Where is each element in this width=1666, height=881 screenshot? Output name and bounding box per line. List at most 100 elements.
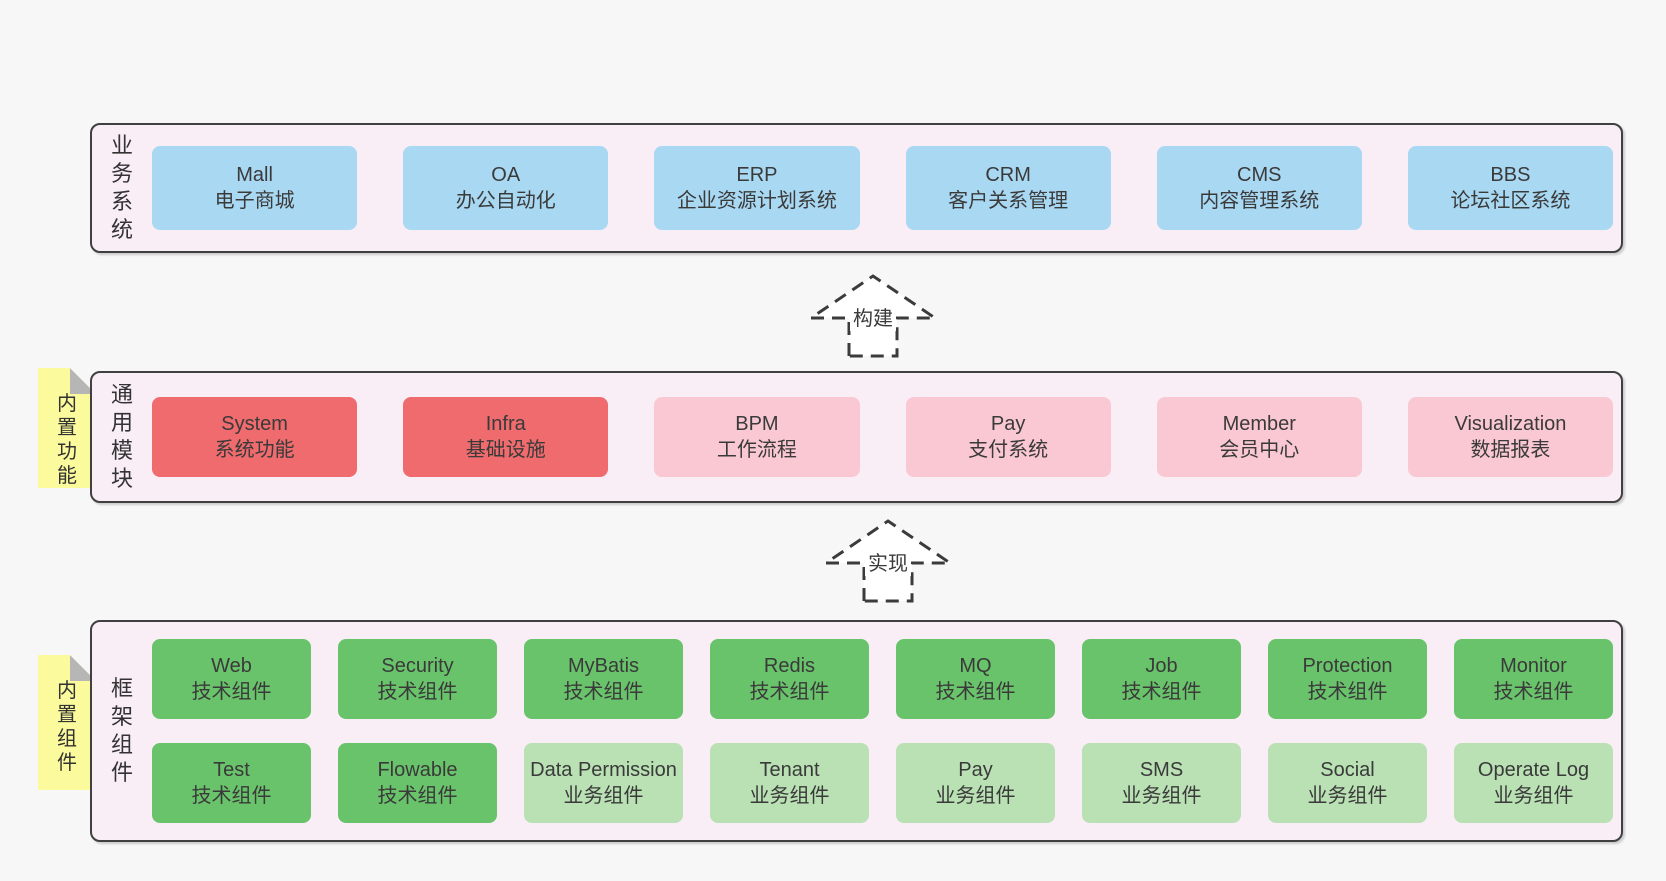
box-subtitle: 业务组件	[749, 785, 830, 807]
box-member: Member 会员中心	[1156, 397, 1362, 477]
layer-label-column: 业务系统	[92, 125, 152, 251]
business-systems-row: Mall 电子商城 OA 办公自动化 ERP 企业资源计划系统 CRM 客户关系…	[152, 146, 1614, 230]
box-subtitle: 技术组件	[1493, 681, 1574, 703]
box-subtitle: 基础设施	[465, 439, 546, 461]
box-bpm: BPM 工作流程	[654, 397, 860, 477]
box-subtitle: 技术组件	[1121, 681, 1202, 703]
box-security: Security 技术组件	[338, 639, 497, 719]
box-title: CMS	[1237, 164, 1282, 186]
box-title: System	[221, 413, 288, 435]
box-subtitle: 客户关系管理	[948, 190, 1069, 212]
framework-components-row-2: Test 技术组件 Flowable 技术组件 Data Permission …	[152, 743, 1613, 823]
box-subtitle: 业务组件	[1121, 785, 1202, 807]
arrow-build: 构建	[807, 272, 939, 358]
box-title: Test	[213, 759, 250, 781]
box-subtitle: 业务组件	[1493, 785, 1574, 807]
box-subtitle: 技术组件	[191, 681, 272, 703]
box-redis: Redis 技术组件	[710, 639, 869, 719]
box-pay: Pay 支付系统	[905, 397, 1111, 477]
box-subtitle: 内容管理系统	[1199, 190, 1320, 212]
box-subtitle: 技术组件	[191, 785, 272, 807]
box-title: Mall	[236, 164, 273, 186]
box-title: Infra	[485, 413, 526, 435]
box-title: Member	[1222, 413, 1296, 435]
box-crm: CRM 客户关系管理	[905, 146, 1111, 230]
box-subtitle: 企业资源计划系统	[676, 190, 837, 212]
box-subtitle: 业务组件	[935, 785, 1016, 807]
box-subtitle: 论坛社区系统	[1450, 190, 1571, 212]
box-title: BBS	[1490, 164, 1531, 186]
box-title: Pay	[990, 413, 1026, 435]
layer-framework-components: 框架组件 Web 技术组件 Security 技术组件 MyBatis 技术组件…	[90, 620, 1623, 842]
box-title: SMS	[1139, 759, 1184, 781]
box-sms: SMS 业务组件	[1082, 743, 1241, 823]
box-visualization: Visualization 数据报表	[1407, 397, 1614, 477]
box-subtitle: 电子商城	[214, 190, 295, 212]
box-title: Web	[211, 655, 252, 677]
box-infra: Infra 基础设施	[403, 397, 609, 477]
box-subtitle: 支付系统	[968, 439, 1049, 461]
layer-label-column: 框架组件	[92, 622, 152, 840]
box-title: Tenant	[759, 759, 820, 781]
box-title: Visualization	[1454, 413, 1567, 435]
framework-components-row-1: Web 技术组件 Security 技术组件 MyBatis 技术组件 Redi…	[152, 639, 1613, 719]
box-subtitle: 技术组件	[377, 785, 458, 807]
box-erp: ERP 企业资源计划系统	[654, 146, 860, 230]
box-social: Social 业务组件	[1268, 743, 1427, 823]
box-flowable: Flowable 技术组件	[338, 743, 497, 823]
box-test: Test 技术组件	[152, 743, 311, 823]
box-title: OA	[491, 164, 521, 186]
box-system: System 系统功能	[152, 397, 358, 477]
sticky-note-text: 内置功能	[57, 393, 77, 487]
box-job: Job 技术组件	[1082, 639, 1241, 719]
box-mybatis: MyBatis 技术组件	[524, 639, 683, 719]
box-title: Monitor	[1500, 655, 1567, 677]
box-title: Redis	[763, 655, 816, 677]
arrow-label: 构建	[850, 302, 896, 332]
box-title: Protection	[1302, 655, 1393, 677]
box-subtitle: 业务组件	[1307, 785, 1388, 807]
box-title: Social	[1320, 759, 1375, 781]
layer-label: 框架组件	[110, 676, 133, 785]
box-subtitle: 系统功能	[214, 439, 295, 461]
box-bbs: BBS 论坛社区系统	[1407, 146, 1614, 230]
box-data-permission: Data Permission 业务组件	[524, 743, 683, 823]
box-title: Pay	[958, 759, 993, 781]
box-oa: OA 办公自动化	[403, 146, 609, 230]
box-title: MyBatis	[567, 655, 640, 677]
sticky-note-builtin-features: 内置功能	[38, 368, 96, 488]
common-modules-row: System 系统功能 Infra 基础设施 BPM 工作流程 Pay 支付系统…	[152, 397, 1614, 477]
box-protection: Protection 技术组件	[1268, 639, 1427, 719]
box-title: Flowable	[377, 759, 458, 781]
box-subtitle: 技术组件	[1307, 681, 1388, 703]
box-tenant: Tenant 业务组件	[710, 743, 869, 823]
box-subtitle: 工作流程	[716, 439, 797, 461]
box-cms: CMS 内容管理系统	[1156, 146, 1362, 230]
box-subtitle: 业务组件	[563, 785, 644, 807]
box-subtitle: 技术组件	[563, 681, 644, 703]
sticky-note-text: 内置组件	[57, 680, 77, 774]
box-title: BPM	[735, 413, 779, 435]
box-title: MQ	[959, 655, 992, 677]
arrow-label: 实现	[865, 547, 911, 577]
arrow-implement: 实现	[822, 517, 954, 603]
layer-label: 通用模块	[110, 382, 133, 491]
box-title: Operate Log	[1477, 759, 1590, 781]
box-subtitle: 技术组件	[935, 681, 1016, 703]
box-title: Security	[381, 655, 454, 677]
sticky-note-builtin-components: 内置组件	[38, 655, 96, 790]
box-subtitle: 会员中心	[1219, 439, 1300, 461]
box-operate-log: Operate Log 业务组件	[1454, 743, 1613, 823]
box-subtitle: 办公自动化	[455, 190, 556, 212]
box-pay-business: Pay 业务组件	[896, 743, 1055, 823]
box-web: Web 技术组件	[152, 639, 311, 719]
box-title: Job	[1145, 655, 1178, 677]
layer-common-modules: 通用模块 System 系统功能 Infra 基础设施 BPM 工作流程 Pay…	[90, 371, 1623, 503]
box-title: Data Permission	[530, 759, 677, 781]
box-monitor: Monitor 技术组件	[1454, 639, 1613, 719]
box-subtitle: 技术组件	[377, 681, 458, 703]
layer-label: 业务系统	[110, 133, 133, 242]
box-mq: MQ 技术组件	[896, 639, 1055, 719]
box-title: ERP	[736, 164, 778, 186]
box-mall: Mall 电子商城	[152, 146, 358, 230]
